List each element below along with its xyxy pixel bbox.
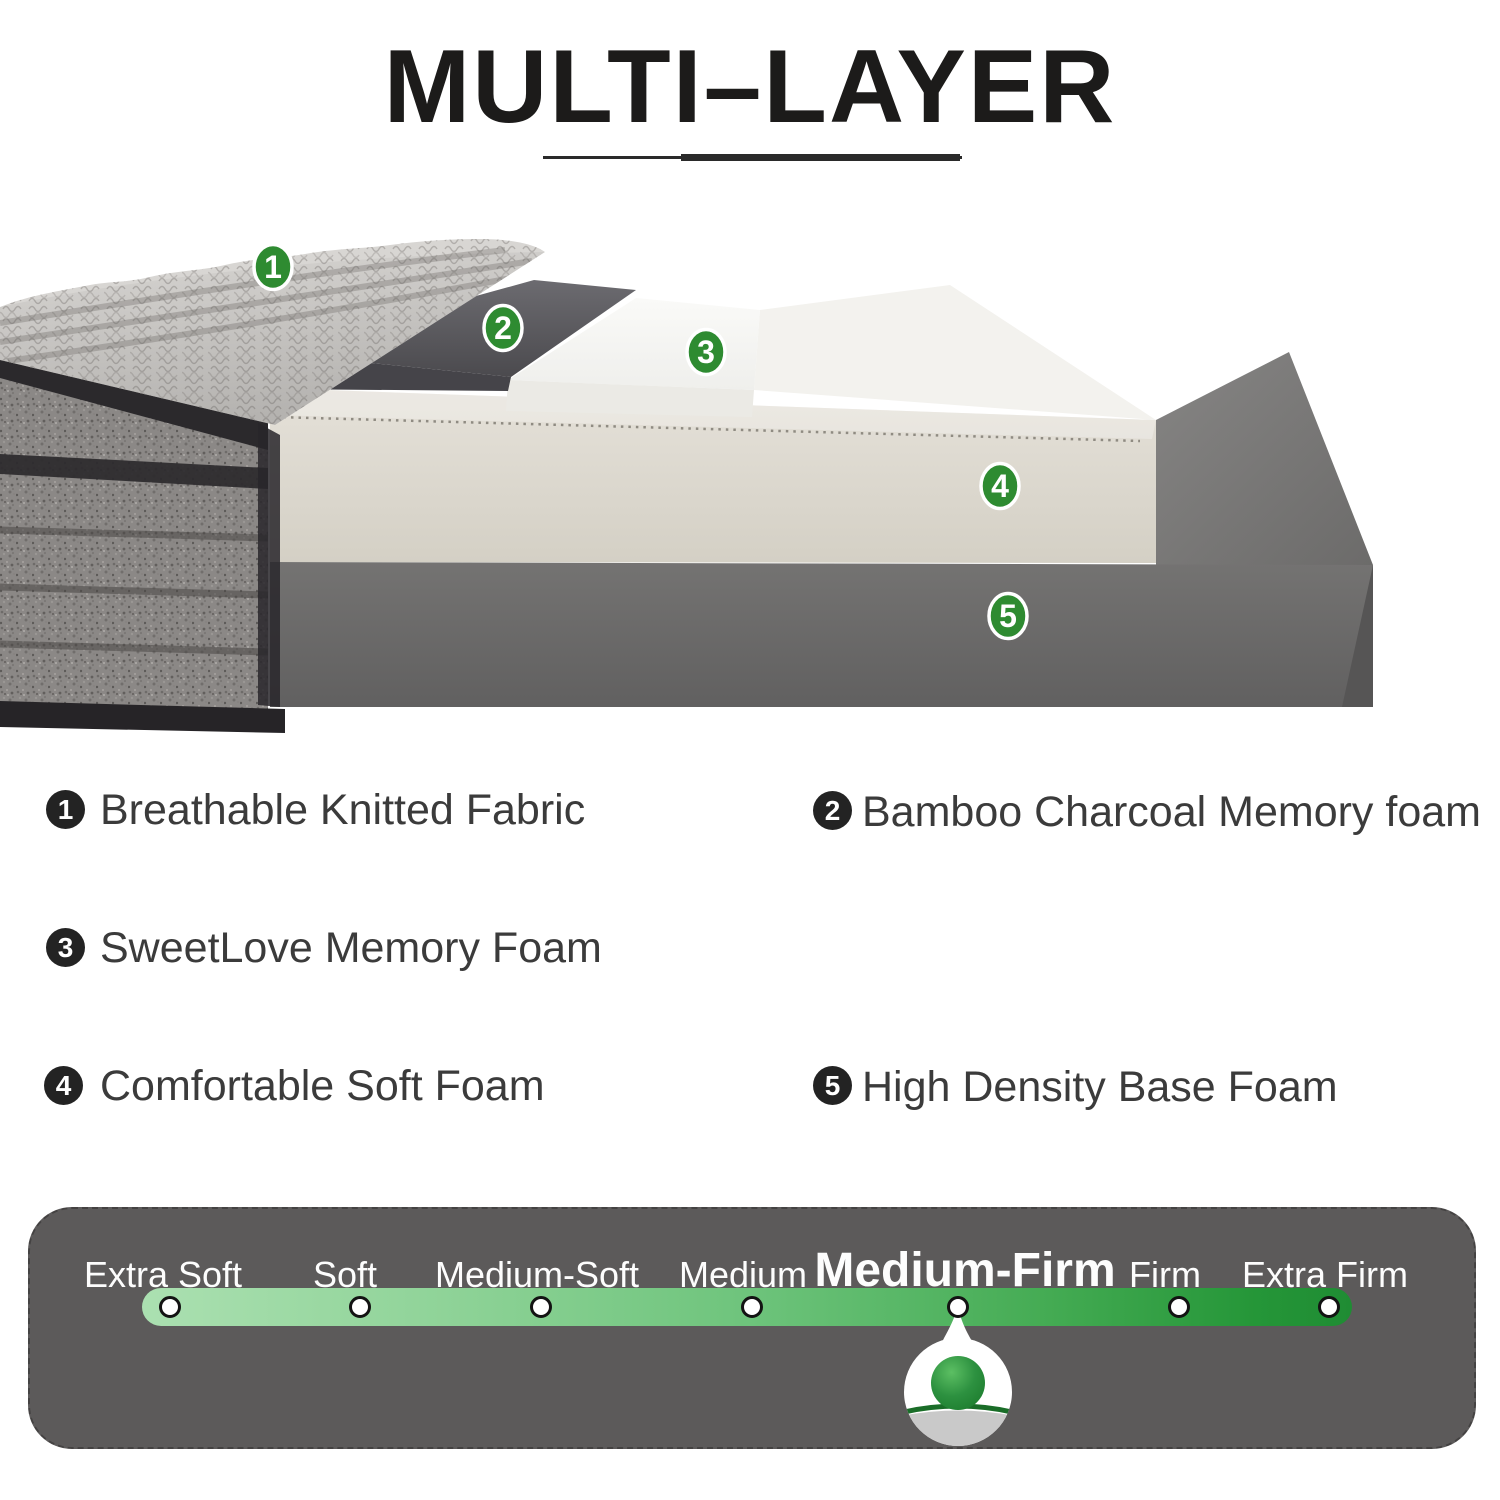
svg-text:1: 1 [264, 249, 282, 285]
mattress-layers-illustration: 1 2 3 4 5 [0, 239, 1373, 733]
svg-text:4: 4 [991, 468, 1009, 504]
svg-text:5: 5 [999, 598, 1017, 634]
layer-badge-5: 5 [987, 591, 1029, 641]
legend-number-icon: 5 [813, 1066, 852, 1105]
legend-label: Comfortable Soft Foam [100, 1062, 545, 1110]
layer-badge-1: 1 [252, 242, 294, 292]
layer-badge-2: 2 [482, 303, 524, 353]
title-underline-accent [681, 154, 960, 161]
mattress-side-fabric [0, 356, 285, 733]
legend-number-icon: 1 [46, 790, 85, 829]
firmness-dot [530, 1296, 552, 1318]
layer-badge-3: 3 [685, 327, 727, 377]
legend-number-icon: 2 [813, 791, 852, 830]
layer5-base-foam [270, 352, 1373, 707]
firmness-dot [159, 1296, 181, 1318]
page-title: MULTI–LAYER [383, 29, 1117, 145]
firmness-scale-panel [28, 1207, 1476, 1449]
firmness-dot [741, 1296, 763, 1318]
layer-badge-4: 4 [979, 461, 1021, 511]
legend-label: Bamboo Charcoal Memory foam [862, 788, 1481, 836]
legend-label: SweetLove Memory Foam [100, 924, 602, 972]
legend-number-icon: 4 [44, 1066, 83, 1105]
legend-label: Breathable Knitted Fabric [100, 786, 586, 834]
firmness-dot [349, 1296, 371, 1318]
legend-label: High Density Base Foam [862, 1063, 1338, 1111]
firmness-dot [1318, 1296, 1340, 1318]
firmness-pointer [904, 1306, 1012, 1446]
svg-text:3: 3 [697, 334, 715, 370]
stitch-line [275, 415, 1141, 443]
legend-number-icon: 3 [46, 928, 85, 967]
firmness-dot [1168, 1296, 1190, 1318]
firmness-dot-selected [947, 1296, 969, 1318]
svg-text:2: 2 [494, 310, 512, 346]
